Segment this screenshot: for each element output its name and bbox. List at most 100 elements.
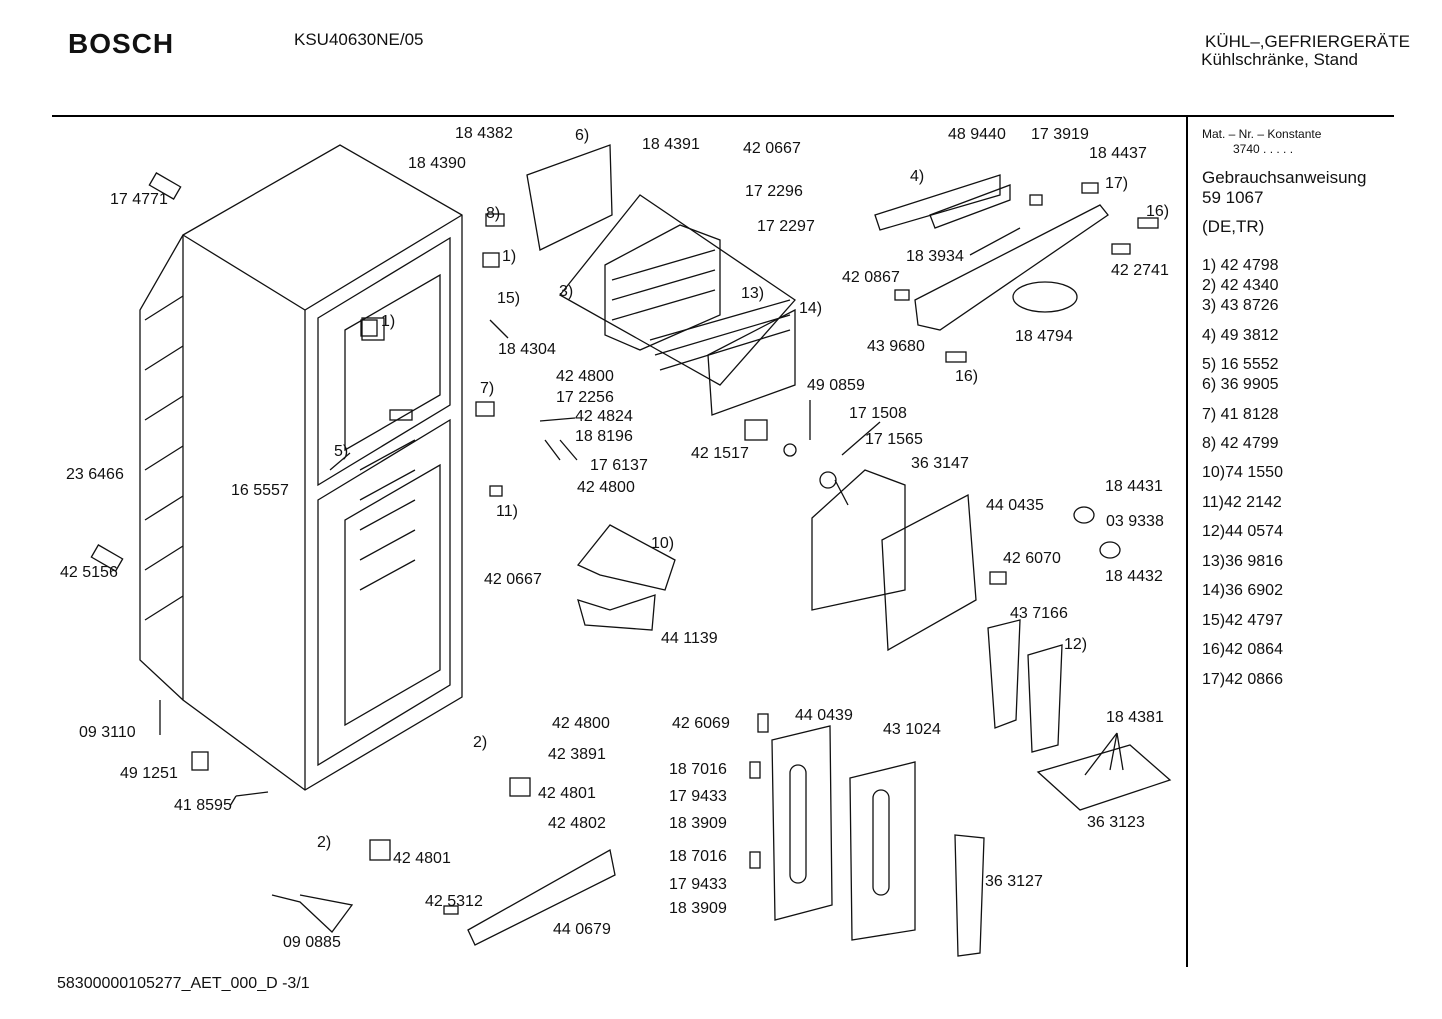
ref-item: 15)42 4797 xyxy=(1202,612,1283,629)
part-label: 49 0859 xyxy=(807,377,865,394)
leader-lines xyxy=(229,227,1124,807)
part-label: 36 3123 xyxy=(1087,814,1145,831)
part-label: 42 2741 xyxy=(1111,262,1169,279)
part-label: 17) xyxy=(1105,175,1129,192)
small-parts xyxy=(90,172,1121,933)
ref-item: 2) 42 4340 xyxy=(1202,277,1279,294)
part-label: 1) xyxy=(502,248,517,265)
category-subtitle: Kühlschränke, Stand xyxy=(1201,50,1358,69)
part-label: 18 3934 xyxy=(906,248,964,265)
part-label: 6) xyxy=(575,127,590,144)
part-label: 17 9433 xyxy=(669,876,727,893)
part-label: 42 4800 xyxy=(577,479,635,496)
sidebar-divider xyxy=(1186,117,1188,967)
ref-item: 10)74 1550 xyxy=(1202,464,1283,481)
part-label: 17 1508 xyxy=(849,405,907,422)
part-label: 42 3891 xyxy=(548,746,606,763)
part-label: 43 9680 xyxy=(867,338,925,355)
header-rule xyxy=(52,115,1394,117)
part-label: 10) xyxy=(651,535,675,552)
ref-item: 3) 43 8726 xyxy=(1202,297,1279,314)
part-label: 44 0679 xyxy=(553,921,611,938)
model-number: KSU40630NE/05 xyxy=(294,30,424,49)
part-label: 7) xyxy=(480,380,495,397)
part-label: 18 4437 xyxy=(1089,145,1147,162)
fridge-cabinet xyxy=(139,144,463,791)
category-title: KÜHL–,GEFRIERGERÄTE xyxy=(1205,32,1410,51)
part-label: 42 4800 xyxy=(552,715,610,732)
part-label: 17 1565 xyxy=(865,431,923,448)
manual-label: Gebrauchsanweisung xyxy=(1202,168,1367,187)
part-label: 17 9433 xyxy=(669,788,727,805)
part-label: 18 4382 xyxy=(455,125,513,142)
part-label: 17 3919 xyxy=(1031,126,1089,143)
part-label: 41 8595 xyxy=(174,797,232,814)
ref-item: 17)42 0866 xyxy=(1202,671,1283,688)
part-label: 49 1251 xyxy=(120,765,178,782)
part-label: 43 1024 xyxy=(883,721,941,738)
part-label: 17 2297 xyxy=(757,218,815,235)
part-label: 36 3127 xyxy=(985,873,1043,890)
part-label: 03 9338 xyxy=(1106,513,1164,530)
part-label: 18 4390 xyxy=(408,155,466,172)
part-label: 18 3909 xyxy=(669,815,727,832)
part-label: 23 6466 xyxy=(66,466,124,483)
part-label: 48 9440 xyxy=(948,126,1006,143)
ref-item: 8) 42 4799 xyxy=(1202,435,1279,452)
part-label: 16) xyxy=(1146,203,1170,220)
part-label: 42 4801 xyxy=(538,785,596,802)
part-label: 18 4794 xyxy=(1015,328,1073,345)
part-label: 42 4824 xyxy=(575,408,633,425)
ref-item: 13)36 9816 xyxy=(1202,553,1283,570)
part-label: 18 7016 xyxy=(669,761,727,778)
ref-item: 7) 41 8128 xyxy=(1202,406,1279,423)
door-parts xyxy=(467,619,1172,957)
air-duct-parts xyxy=(576,469,1007,652)
part-label: 42 5312 xyxy=(425,893,483,910)
part-label: 42 4802 xyxy=(548,815,606,832)
part-label: 43 7166 xyxy=(1010,605,1068,622)
part-label: 42 6070 xyxy=(1003,550,1061,567)
part-label: 15) xyxy=(497,290,521,307)
ref-item: 5) 16 5552 xyxy=(1202,356,1279,373)
part-label: 17 2256 xyxy=(556,389,614,406)
ref-item: 12)44 0574 xyxy=(1202,523,1283,540)
ref-item: 1) 42 4798 xyxy=(1202,257,1279,274)
part-label: 18 4431 xyxy=(1105,478,1163,495)
part-label: 42 5156 xyxy=(60,564,118,581)
part-label: 18 7016 xyxy=(669,848,727,865)
control-panel xyxy=(874,174,1159,363)
part-label: 17 6137 xyxy=(590,457,648,474)
manual-number: 59 1067 xyxy=(1202,188,1264,207)
part-label: 42 6069 xyxy=(672,715,730,732)
part-label: 18 8196 xyxy=(575,428,633,445)
part-label: 4) xyxy=(910,168,925,185)
part-label: 12) xyxy=(1064,636,1088,653)
cover-plate xyxy=(707,308,796,416)
ref-item: 14)36 6902 xyxy=(1202,582,1283,599)
part-label: 42 1517 xyxy=(691,445,749,462)
part-label: 42 4800 xyxy=(556,368,614,385)
part-label: 1) xyxy=(381,313,396,330)
part-label: 36 3147 xyxy=(911,455,969,472)
part-label: 11) xyxy=(496,503,518,520)
evaporator xyxy=(559,194,796,386)
part-label: 18 4304 xyxy=(498,341,556,358)
part-label: 42 0667 xyxy=(743,140,801,157)
part-label: 42 0667 xyxy=(484,571,542,588)
part-label: 14) xyxy=(799,300,823,317)
doc-code: 58300000105277_AET_000_D -3/1 xyxy=(57,975,310,992)
brand-logo: BOSCH xyxy=(68,28,175,59)
part-label: 18 4432 xyxy=(1105,568,1163,585)
constant-value: 3740 . . . . . xyxy=(1233,142,1294,156)
part-label: 8) xyxy=(486,205,501,222)
ref-item: 11)42 2142 xyxy=(1202,494,1282,511)
ref-item: 6) 36 9905 xyxy=(1202,376,1279,393)
part-label: 3) xyxy=(559,283,574,300)
part-label: 44 1139 xyxy=(661,630,718,647)
part-label: 09 3110 xyxy=(79,724,136,741)
part-label: 42 0867 xyxy=(842,269,900,286)
part-label: 44 0439 xyxy=(795,707,853,724)
part-label: 18 4381 xyxy=(1106,709,1164,726)
